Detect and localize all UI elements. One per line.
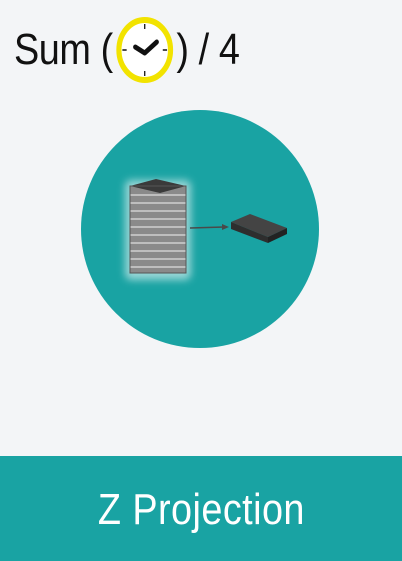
projected-slice-icon — [231, 214, 287, 243]
clock-icon — [116, 17, 173, 83]
operation-title: Sum ( ) / 4 — [14, 17, 240, 83]
diagram-background-circle — [81, 110, 319, 348]
title-prefix: Sum ( — [14, 25, 113, 74]
z-projection-diagram — [81, 110, 319, 348]
title-suffix: ) / 4 — [176, 25, 240, 74]
footer-banner: Z Projection — [0, 456, 402, 561]
footer-label: Z Projection — [97, 484, 305, 534]
image-stack-icon — [125, 179, 191, 280]
arrow-right-icon — [189, 224, 229, 230]
